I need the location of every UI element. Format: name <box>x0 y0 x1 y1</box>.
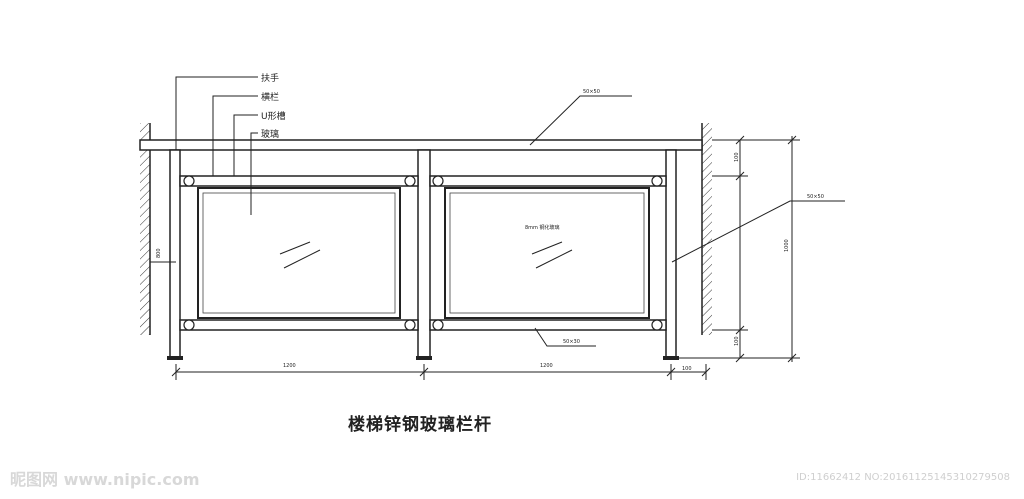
bottom-rail-leader <box>534 327 596 347</box>
top-handrail <box>139 139 703 151</box>
post-base-right <box>663 356 679 360</box>
post-middle <box>417 149 431 359</box>
watermark-site: 昵图网 www.nipic.com <box>10 470 200 489</box>
right-wall <box>701 123 712 335</box>
callout-handrail: 扶手 <box>261 72 279 84</box>
post-leader <box>671 200 845 263</box>
upper-rail-left <box>179 175 419 187</box>
glass-panel-left <box>197 187 401 319</box>
bottom-dimension-line <box>171 364 711 380</box>
post-left <box>169 149 181 359</box>
watermark-id: ID:11662412 NO:20161125145310279508 <box>796 472 1010 483</box>
dim-bay-right: 1200 <box>540 363 553 369</box>
callout-u-channel: U形槽 <box>261 110 286 122</box>
callout-glass: 玻璃 <box>261 128 279 140</box>
glass-panel-right <box>444 187 650 319</box>
drawing-title: 楼梯锌钢玻璃栏杆 <box>348 415 492 435</box>
dim-right-bottom-gap: 100 <box>734 336 740 346</box>
dim-right-top-gap: 100 <box>734 152 740 162</box>
dim-left-side-height: 800 <box>156 248 162 258</box>
right-dimension-lines <box>676 135 800 363</box>
callout-leaders <box>175 76 258 215</box>
callout-rail: 横栏 <box>261 91 279 103</box>
post-base-middle <box>416 356 432 360</box>
post-right <box>665 149 677 359</box>
post-base-left <box>167 356 183 360</box>
lower-rail-right <box>429 319 667 331</box>
upper-rail-right <box>429 175 667 187</box>
note-top-rail-spec: 50×50 <box>583 89 600 95</box>
dim-end-offset: 100 <box>682 366 692 372</box>
dim-right-total-height: 1000 <box>784 239 790 252</box>
bolts <box>183 175 663 331</box>
dim-bay-left: 1200 <box>283 363 296 369</box>
note-glass-spec: 8mm 钢化玻璃 <box>525 224 560 231</box>
note-bottom-rail-spec: 50×30 <box>563 339 580 345</box>
top-rail-leader <box>529 95 632 146</box>
note-post-spec: 50×50 <box>807 194 824 200</box>
left-wall <box>140 123 151 335</box>
lower-rail-left <box>179 319 419 331</box>
